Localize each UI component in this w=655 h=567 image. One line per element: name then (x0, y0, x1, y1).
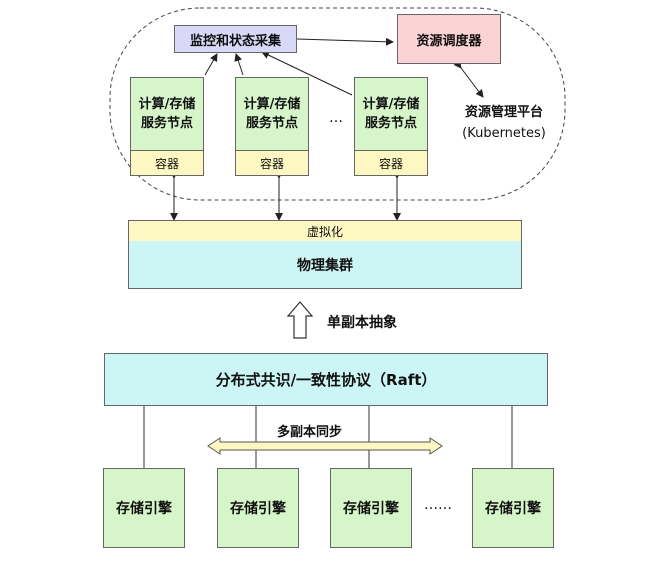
service-node-label: 计算/存储 服务节点 (236, 78, 308, 151)
engines-ellipsis: …… (424, 497, 452, 513)
storage-engine-4: 存储引擎 (472, 468, 554, 548)
physical-cluster-box: 物理集群 (128, 241, 522, 289)
physical-cluster-label: 物理集群 (297, 257, 353, 274)
platform-label-line2: (Kubernetes) (462, 126, 546, 141)
platform-label-line1: 资源管理平台 (464, 105, 543, 120)
arrow-node3-to-monitor (261, 51, 353, 96)
consensus-box: 分布式共识/一致性协议（Raft） (104, 353, 548, 406)
abstraction-arrow (286, 301, 314, 339)
virtualization-label: 虚拟化 (306, 224, 343, 239)
arrow-monitor-to-scheduler (296, 37, 394, 46)
container-label: 容器 (236, 151, 308, 175)
consensus-label: 分布式共识/一致性协议（Raft） (215, 371, 437, 389)
platform-label: 资源管理平台 (Kubernetes) (454, 102, 554, 144)
storage-engine-label: 存储引擎 (485, 501, 541, 517)
service-node-2: 计算/存储 服务节点 容器 (235, 77, 309, 176)
service-node-1: 计算/存储 服务节点 容器 (130, 77, 204, 176)
service-node-3: 计算/存储 服务节点 容器 (354, 77, 428, 176)
service-node-label: 计算/存储 服务节点 (355, 78, 427, 151)
monitor-label: 监控和状态采集 (189, 33, 281, 49)
arrow-node1-to-monitor (204, 53, 218, 76)
scheduler-box: 资源调度器 (397, 14, 501, 64)
sync-double-arrow (207, 437, 443, 455)
nodes-ellipsis: … (329, 110, 343, 126)
sync-label: 多副本同步 (277, 425, 343, 440)
platform-boundary (109, 7, 566, 201)
storage-engine-1: 存储引擎 (103, 468, 185, 548)
storage-engine-label: 存储引擎 (230, 501, 286, 517)
container-label: 容器 (355, 151, 427, 175)
monitor-box: 监控和状态采集 (174, 25, 297, 53)
service-node-label: 计算/存储 服务节点 (131, 78, 203, 151)
storage-engine-3: 存储引擎 (330, 468, 412, 548)
storage-engine-label: 存储引擎 (343, 501, 399, 517)
arrow-node2-to-monitor (234, 53, 244, 76)
abstraction-label: 单副本抽象 (327, 315, 397, 331)
arrow-scheduler-to-platform (453, 60, 484, 98)
container-label: 容器 (131, 151, 203, 175)
scheduler-label: 资源调度器 (416, 33, 482, 49)
storage-engine-label: 存储引擎 (116, 501, 172, 517)
virtualization-box: 虚拟化 (128, 220, 522, 242)
storage-engine-2: 存储引擎 (217, 468, 299, 548)
